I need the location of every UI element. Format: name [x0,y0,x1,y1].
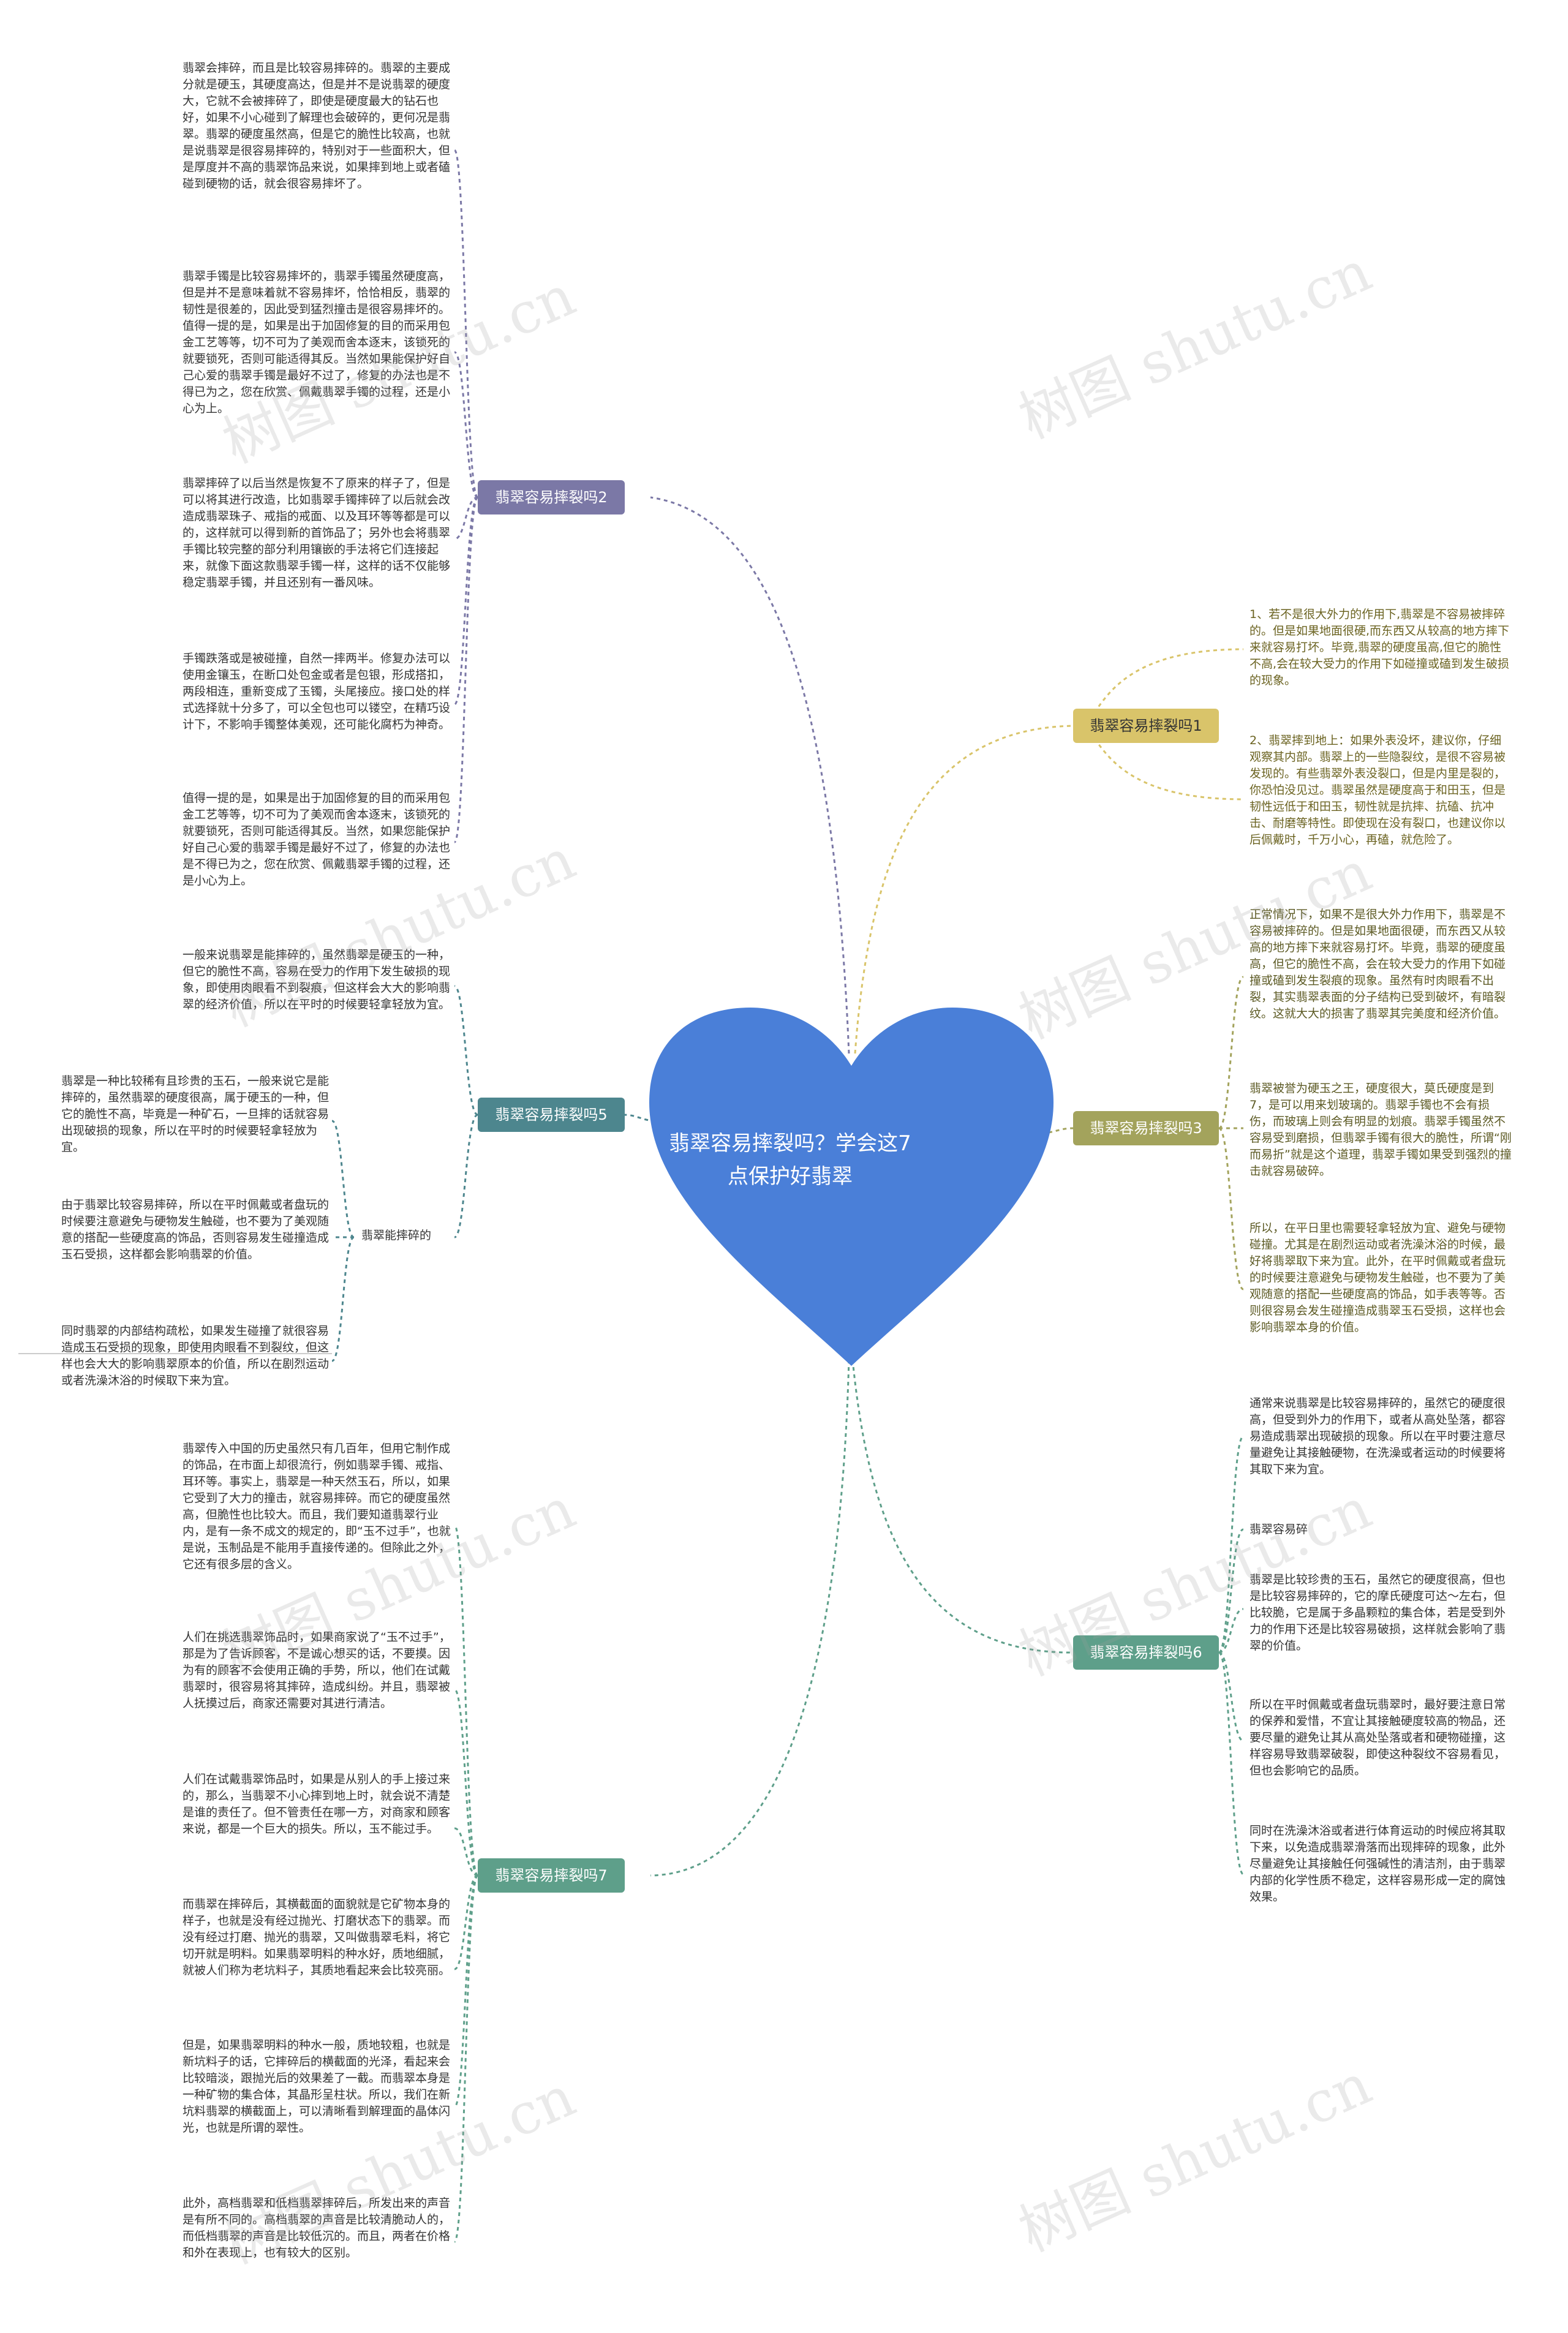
branch-node-6[interactable]: 翡翠容易摔裂吗6 [1073,1635,1219,1670]
branch-node-1[interactable]: 翡翠容易摔裂吗1 [1073,709,1219,743]
b7-text-5: 但是，如果翡翠明料的种水一般，质地较粗，也就是新坑料子的话，它摔碎后的横截面的光… [183,2038,451,2135]
b6-text-1: 通常来说翡翠是比较容易摔碎的，虽然它的硬度很高，但受到外力的作用下，或者从高处坠… [1250,1396,1506,1476]
b7-text-6: 此外，高档翡翠和低档翡翠摔碎后，所发出来的声音是有所不同的。高档翡翠的声音是比较… [183,2196,451,2260]
b7-text-1: 翡翠传入中国的历史虽然只有几百年，但用它制作成的饰品，在市面上却很流行，例如翡翠… [183,1442,451,1571]
b2-text-5: 值得一提的是，如果是出于加固修复的目的而采用包金工艺等等，切不可为了美观而舍本逐… [183,791,451,888]
branch-node-3[interactable]: 翡翠容易摔裂吗3 [1073,1111,1219,1145]
center-topic[interactable]: 翡翠容易摔裂吗？学会这7点保护好翡翠 [669,1131,911,1189]
branch-node-7[interactable]: 翡翠容易摔裂吗7 [478,1858,625,1893]
b5-text-1: 一般来说翡翠是能摔碎的，虽然翡翠是硬玉的一种，但它的脆性不高，容易在受力的作用下… [183,948,451,1011]
b3-text-3: 所以，在平日里也需要轻拿轻放为宜、避免与硬物碰撞。尤其是在剧烈运动或者洗澡沐浴的… [1250,1221,1506,1334]
branch-node-2[interactable]: 翡翠容易摔裂吗2 [478,480,625,514]
b6-text-3: 翡翠是比较珍贵的玉石，虽然它的硬度很高，但也是比较容易摔碎的，它的摩氏硬度可达～… [1250,1573,1506,1653]
branch-node-5[interactable]: 翡翠容易摔裂吗5 [478,1098,625,1132]
connector-b7 [650,1359,850,1877]
b1-text-2: 2、翡翠摔到地上：如果外表没坏，建议你，仔细观察其内部。翡翠上的一些隐裂纹，是很… [1250,734,1506,846]
connector-b6 [851,1359,1074,1654]
b2-text-4: 手镯跌落或是被碰撞，自然一摔两半。修复办法可以使用金镶玉，在断口处包金或者是包银… [183,652,451,731]
connector-b2 [650,496,850,1054]
b6-text-2: 翡翠容易碎 [1250,1523,1308,1536]
b7-text-3: 人们在试戴翡翠饰品时，如果是从别人的手上接过来的，那么，当翡翠不小心摔到地上时，… [183,1773,451,1836]
b7-text-4: 而翡翠在摔碎后，其横截面的面貌就是它矿物本身的样子，也就是没有经过抛光、打磨状态… [183,1898,451,1977]
b3-text-2: 翡翠被誉为硬玉之王，硬度很大，莫氏硬度是到7，是可以用来划玻璃的。翡翠手镯也不会… [1250,1082,1512,1178]
b5-sub-text-2: 由于翡翠比较容易摔碎，所以在平时佩戴或者盘玩的时候要注意避免与硬物发生触碰，也不… [61,1198,330,1261]
b2-text-3: 翡翠摔碎了以后当然是恢复不了原来的样子了，但是可以将其进行改造，比如翡翠手镯摔碎… [183,477,451,589]
b5-sub-text-3: 同时翡翠的内部结构疏松，如果发生碰撞了就很容易造成玉石受损的现象，即使用肉眼看不… [61,1324,330,1387]
center-heart-shape [649,1008,1054,1366]
b5-sub-text-1: 翡翠是一种比较稀有且珍贵的玉石，一般来说它是能摔碎的，虽然翡翠的硬度很高，属于硬… [61,1074,330,1154]
b2-text-2: 翡翠手镯是比较容易摔坏的，翡翠手镯虽然硬度高，但是并不是意味着就不容易摔坏，恰恰… [183,269,451,415]
b3-text-1: 正常情况下，如果不是很大外力作用下，翡翠是不容易被摔碎的。但是如果地面很硬，而东… [1250,908,1506,1020]
b7-text-2: 人们在挑选翡翠饰品时，如果商家说了“玉不过手”，那是为了告诉顾客，不是诚心想买的… [183,1630,451,1710]
b6-text-5: 同时在洗澡沐浴或者进行体育运动的时候应将其取下来，以免造成翡翠滑落而出现摔碎的现… [1250,1824,1506,1904]
b5-subnode[interactable]: 翡翠能摔碎的 [361,1229,432,1242]
b6-text-4: 所以在平时佩戴或者盘玩翡翠时，最好要注意日常的保养和爱惜，不宜让其接触硬度较高的… [1250,1698,1506,1777]
b1-text-1: 1、若不是很大外力的作用下,翡翠是不容易被摔碎的。但是如果地面很硬,而东西又从较… [1250,608,1510,687]
b2-text-1: 翡翠会摔碎，而且是比较容易摔碎的。翡翠的主要成分就是硬玉，其硬度高达，但是并不是… [183,61,451,190]
connector-b1 [854,725,1074,1054]
